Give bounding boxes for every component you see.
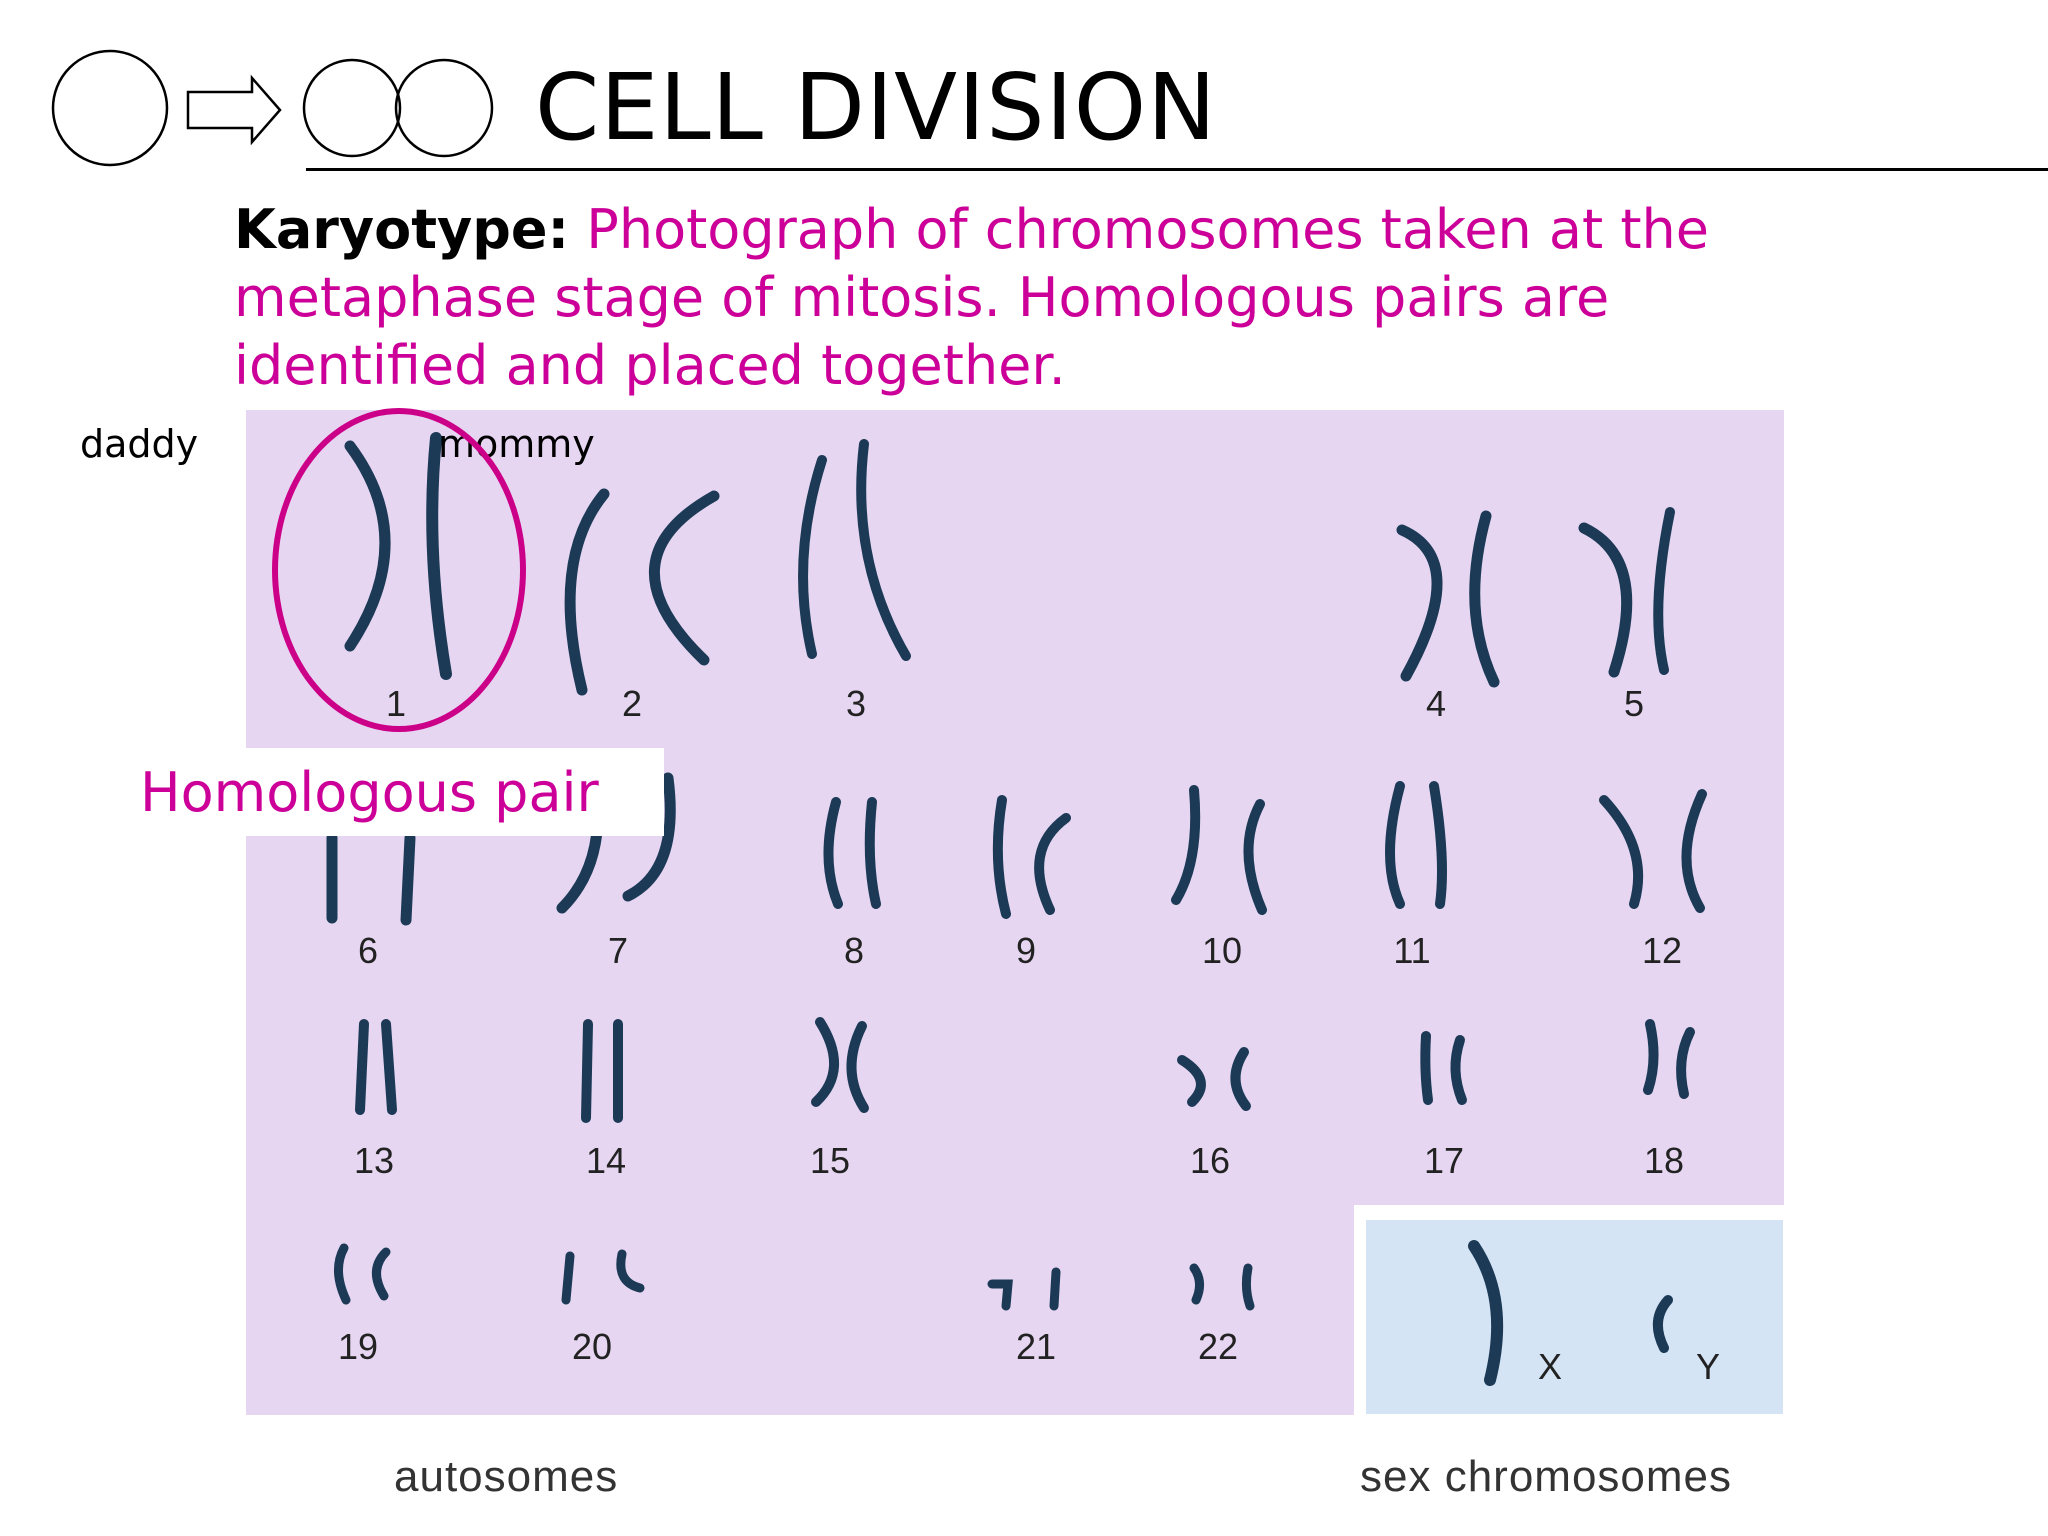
- chromosome-15: [816, 1022, 834, 1102]
- homologous-pair-label: Homologous pair: [140, 761, 599, 824]
- chromosome-5: [1584, 528, 1627, 672]
- pair-label-2: 2: [622, 683, 642, 725]
- chromosome-13: [386, 1024, 392, 1110]
- pair-label-5: 5: [1624, 683, 1644, 725]
- chromosome-10: [1248, 804, 1262, 910]
- pair-label-15: 15: [810, 1140, 850, 1182]
- chromosome-4: [1475, 516, 1494, 682]
- chromosome-18: [1681, 1032, 1690, 1094]
- chromosome-17: [1455, 1040, 1462, 1100]
- pair-label-3: 3: [846, 683, 866, 725]
- chromosome-11: [1390, 786, 1400, 904]
- pair-label-20: 20: [572, 1326, 612, 1368]
- chromosome-19: [376, 1252, 386, 1296]
- autosomes-label: autosomes: [394, 1452, 618, 1502]
- pair-label-7: 7: [608, 930, 628, 972]
- chromosome-21: [992, 1284, 1008, 1306]
- chromosome-3: [803, 460, 822, 654]
- chromosome-9: [998, 800, 1006, 914]
- chromosome-10: [1176, 790, 1195, 900]
- pair-label-19: 19: [338, 1326, 378, 1368]
- pair-label-10: 10: [1202, 930, 1242, 972]
- chromosome-16: [1182, 1060, 1201, 1102]
- chromosome-2: [570, 494, 604, 690]
- chromosome-9: [1039, 818, 1066, 910]
- pair-label-17: 17: [1424, 1140, 1464, 1182]
- chromosome-15: [851, 1026, 864, 1108]
- chromosome-8: [828, 802, 838, 904]
- chromosome-6: [406, 838, 410, 920]
- chromosome-Y: [1658, 1300, 1668, 1348]
- father-label: daddy: [80, 422, 198, 466]
- homologous-pair-highlight-ring: [272, 408, 526, 732]
- chromosome-16: [1235, 1052, 1246, 1106]
- chromosome-5: [1658, 512, 1670, 670]
- pair-label-12: 12: [1642, 930, 1682, 972]
- pair-label-22: 22: [1198, 1326, 1238, 1368]
- pair-label-4: 4: [1426, 683, 1446, 725]
- chromosome-17: [1425, 1036, 1428, 1100]
- chromosome-11: [1434, 786, 1442, 904]
- chromosome-X: [1474, 1246, 1497, 1380]
- chromosome-2: [654, 496, 714, 660]
- chromosome-12: [1604, 800, 1638, 904]
- chromosome-13: [360, 1024, 364, 1110]
- pair-label-9: 9: [1016, 930, 1036, 972]
- pair-label-18: 18: [1644, 1140, 1684, 1182]
- chromosome-8: [870, 802, 876, 904]
- chromosome-19: [338, 1248, 346, 1300]
- chromosome-4: [1402, 530, 1437, 676]
- pair-label-14: 14: [586, 1140, 626, 1182]
- chromosome-22: [1194, 1268, 1200, 1300]
- sex-label-x: X: [1538, 1346, 1562, 1388]
- chromosome-21: [1054, 1272, 1056, 1306]
- chromosome-20: [566, 1256, 570, 1300]
- chromosome-14: [586, 1024, 588, 1118]
- sex-chromosomes-label: sex chromosomes: [1360, 1452, 1732, 1502]
- pair-label-6: 6: [358, 930, 378, 972]
- pair-label-21: 21: [1016, 1326, 1056, 1368]
- pair-label-16: 16: [1190, 1140, 1230, 1182]
- sex-label-y: Y: [1696, 1346, 1720, 1388]
- pair-label-13: 13: [354, 1140, 394, 1182]
- chromosome-12: [1686, 794, 1702, 908]
- pair-label-8: 8: [844, 930, 864, 972]
- chromosome-18: [1648, 1024, 1654, 1090]
- chromosome-22: [1246, 1268, 1250, 1306]
- chromosome-20: [621, 1254, 640, 1288]
- chromosome-3: [861, 444, 906, 656]
- pair-label-11: 11: [1393, 930, 1430, 972]
